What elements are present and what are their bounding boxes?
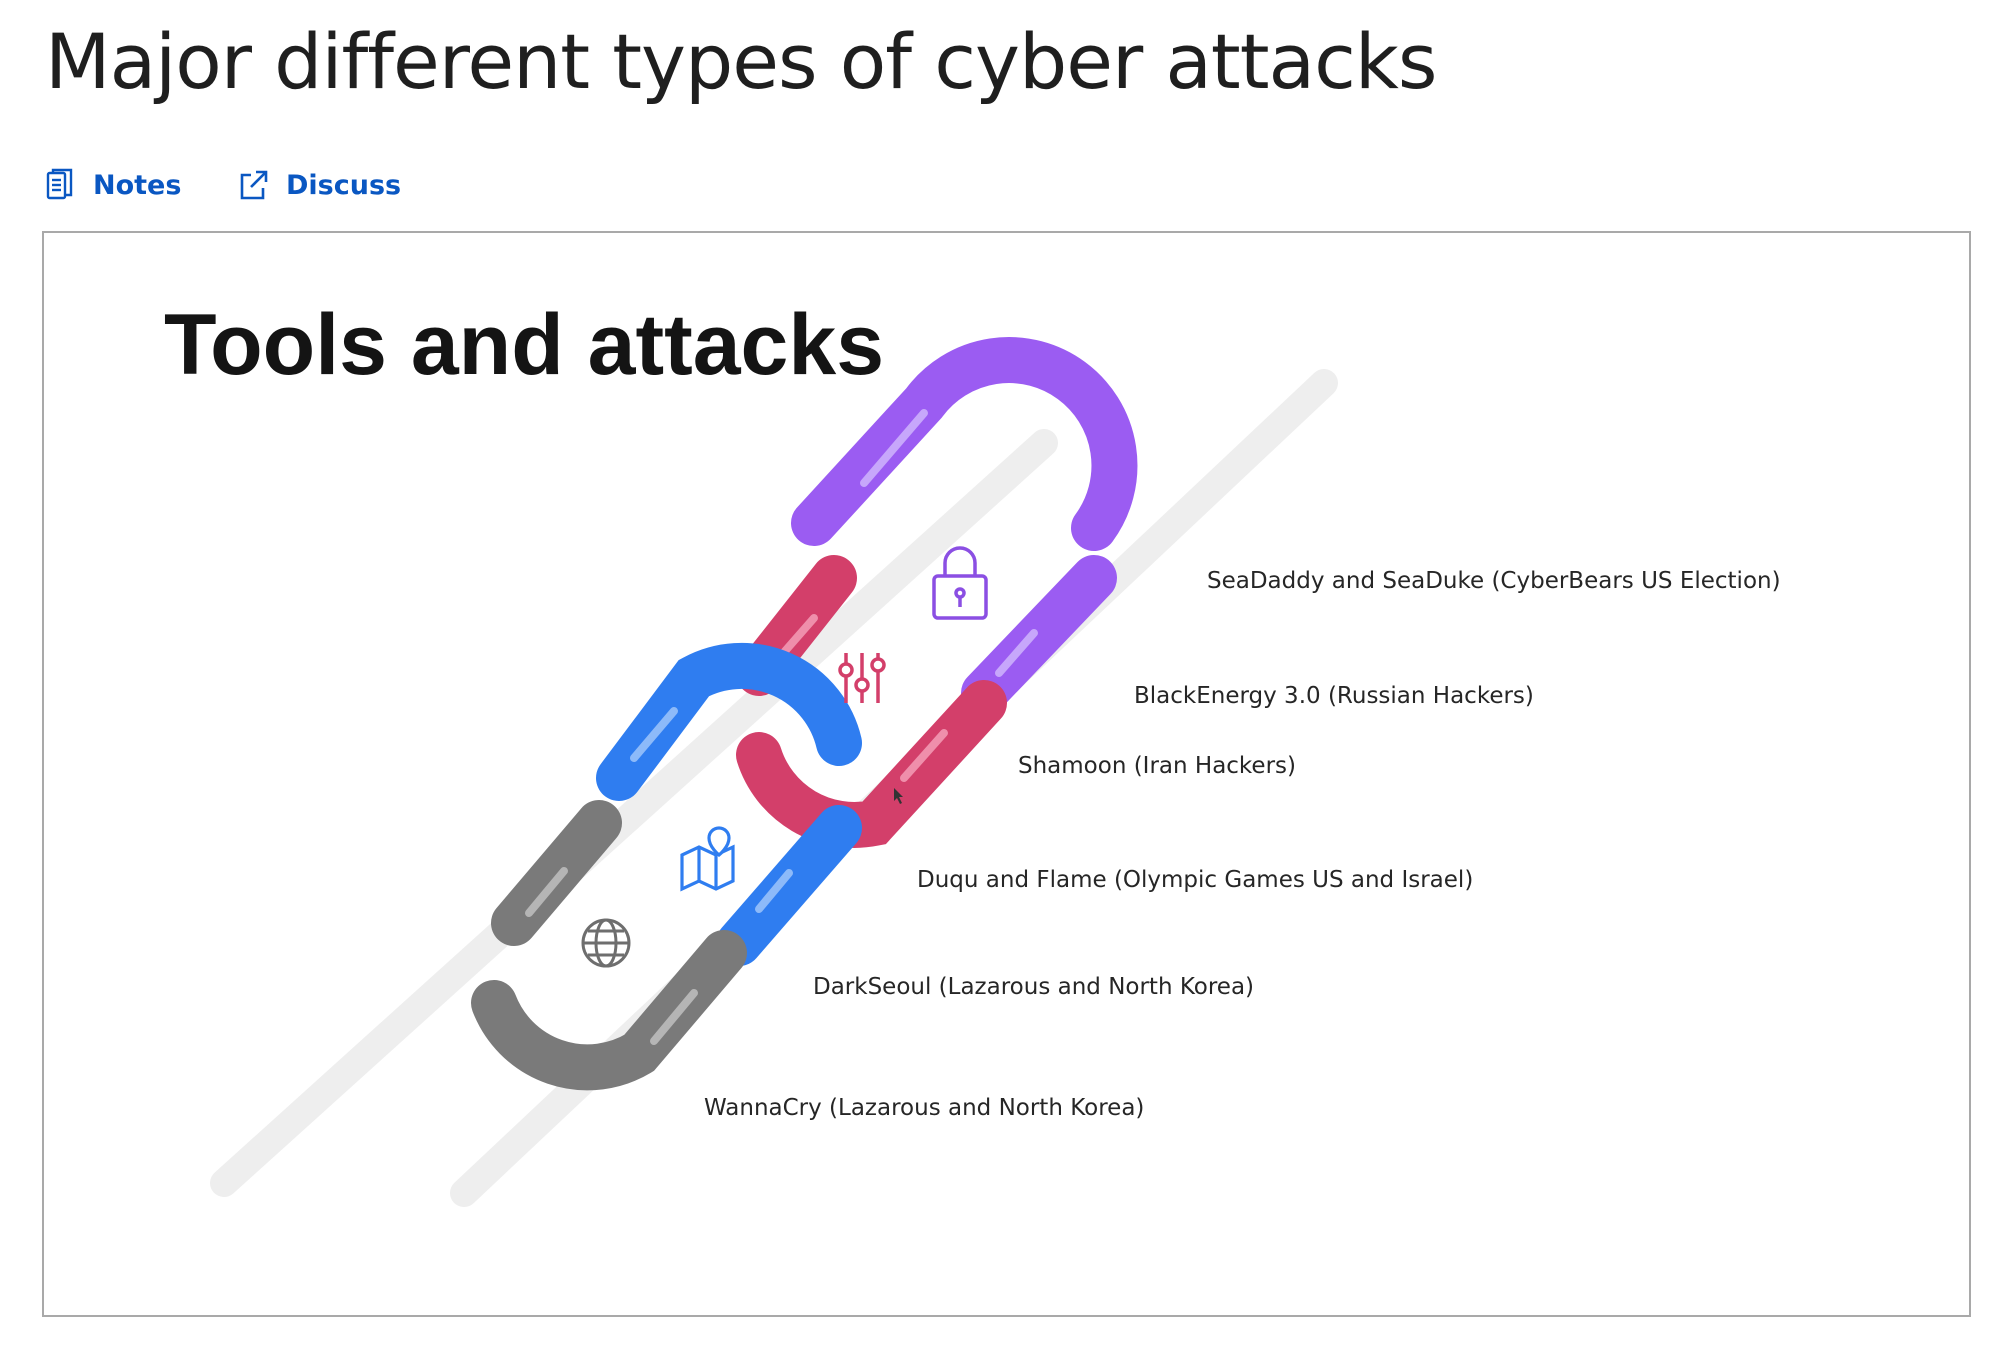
sliders-icon	[838, 653, 886, 703]
purple-link-top	[791, 337, 1138, 551]
notes-document-icon	[45, 168, 75, 202]
attack-label-seadaddy: SeaDaddy and SeaDuke (CyberBears US Elec…	[1207, 568, 1781, 594]
crimson-link-right	[736, 680, 1007, 848]
map-icon	[680, 826, 735, 892]
blue-link-top	[596, 642, 862, 801]
attack-label-darkseoul: DarkSeoul (Lazarous and North Korea)	[813, 974, 1255, 1000]
gray-link-right	[471, 930, 747, 1091]
video-slide-frame[interactable]: Tools and attacks	[42, 231, 1971, 1317]
blue-link-bottom	[716, 805, 862, 966]
attack-label-blackenergy: BlackEnergy 3.0 (Russian Hackers)	[1134, 683, 1534, 709]
notes-label: Notes	[93, 169, 182, 201]
discuss-label: Discuss	[286, 169, 402, 201]
page-title: Major different types of cyber attacks	[45, 17, 1437, 106]
slide-title: Tools and attacks	[164, 297, 885, 393]
notes-button[interactable]: Notes	[45, 162, 181, 208]
attack-label-duqu-flame: Duqu and Flame (Olympic Games US and Isr…	[917, 867, 1474, 893]
globe-icon	[581, 918, 631, 968]
lower-chain-link	[471, 642, 862, 1091]
lock-icon	[932, 546, 988, 620]
mouse-cursor-icon	[894, 788, 903, 804]
external-link-icon	[238, 168, 268, 202]
attack-label-shamoon: Shamoon (Iran Hackers)	[1018, 753, 1296, 779]
gray-link-left	[491, 800, 622, 946]
chain-link-graphic	[210, 337, 1338, 1207]
discuss-button[interactable]: Discuss	[238, 162, 401, 208]
attack-label-wannacry: WannaCry (Lazarous and North Korea)	[704, 1095, 1145, 1121]
upper-chain-link	[736, 337, 1138, 848]
